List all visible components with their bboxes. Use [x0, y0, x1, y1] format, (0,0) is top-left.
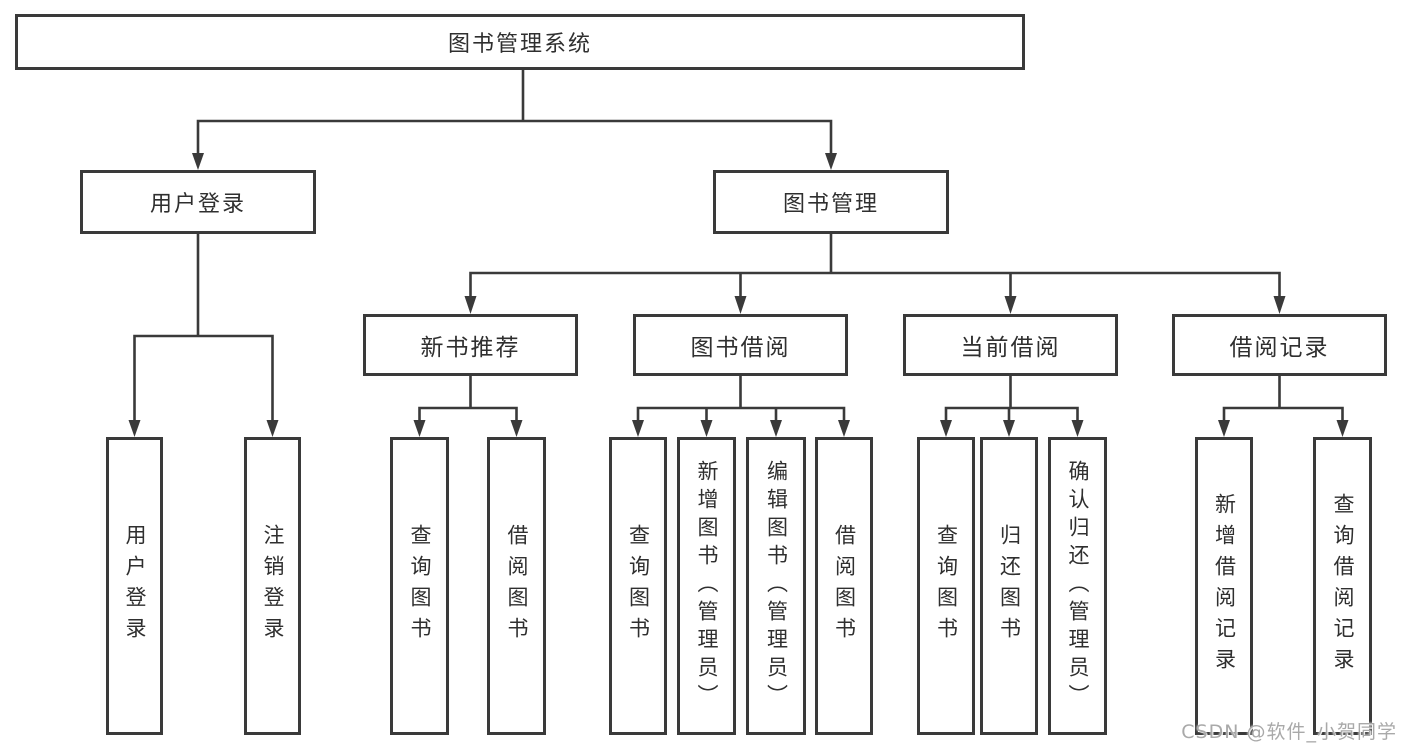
leaf-query-borrow-record: 查询借阅记录 — [1313, 437, 1372, 735]
leaf-borrow-books-borrowing: 借阅图书 — [815, 437, 873, 735]
node-label: 图书管理 — [782, 192, 879, 217]
node-label: 借阅图书 — [832, 524, 857, 648]
leaf-query-books-recommend: 查询图书 — [390, 437, 449, 735]
node-label: 注销登录 — [261, 524, 286, 648]
leaf-query-books-borrowing: 查询图书 — [609, 437, 667, 735]
node-new-book-recommendation: 新书推荐 — [363, 314, 578, 376]
node-label: 查询图书 — [934, 524, 959, 648]
node-library-management-system: 图书管理系统 — [15, 14, 1025, 70]
node-label: 用户登录 — [149, 192, 246, 217]
connector-borrow-record-branch — [1222, 376, 1344, 424]
node-label: 当前借阅 — [960, 335, 1061, 361]
connector-user-login-branch — [133, 234, 274, 423]
node-label: 新增借阅记录 — [1212, 493, 1237, 679]
node-book-borrowing: 图书借阅 — [633, 314, 848, 376]
leaf-return-books: 归还图书 — [980, 437, 1038, 735]
leaf-confirm-return-admin: 确认归还（管理员） — [1048, 437, 1107, 735]
node-label: 新书推荐 — [420, 335, 521, 361]
node-book-management: 图书管理 — [713, 170, 949, 234]
node-borrowing-records: 借阅记录 — [1172, 314, 1387, 376]
leaf-user-login: 用户登录 — [106, 437, 163, 735]
node-label: 归还图书 — [997, 524, 1022, 648]
node-label: 图书借阅 — [690, 335, 791, 361]
connector-new-book-branch — [418, 376, 518, 424]
arrowhead-icons — [128, 153, 1349, 437]
connector-root-to-level2 — [196, 70, 833, 156]
node-label: 确认归还（管理员） — [1066, 460, 1091, 712]
leaf-add-books-admin: 新增图书（管理员） — [677, 437, 736, 735]
watermark: CSDN @软件_小贺同学 — [1181, 721, 1397, 743]
leaf-query-books-current: 查询图书 — [917, 437, 975, 735]
node-label: 借阅记录 — [1229, 335, 1330, 361]
leaf-borrow-books-recommend: 借阅图书 — [487, 437, 546, 735]
node-label: 查询图书 — [408, 524, 433, 648]
leaf-edit-books-admin: 编辑图书（管理员） — [746, 437, 806, 735]
node-label: 新增图书（管理员） — [695, 460, 720, 712]
node-label: 查询图书 — [626, 524, 651, 648]
connector-book-borrow-branch — [636, 376, 846, 424]
leaf-logout: 注销登录 — [244, 437, 301, 735]
node-user-login: 用户登录 — [80, 170, 316, 234]
node-label: 查询借阅记录 — [1331, 493, 1356, 679]
node-label: 借阅图书 — [505, 524, 530, 648]
connector-book-management-branch — [469, 234, 1281, 299]
connector-current-borrow-branch — [944, 376, 1079, 424]
node-current-borrowing: 当前借阅 — [903, 314, 1118, 376]
node-label: 用户登录 — [123, 524, 148, 648]
node-label: 编辑图书（管理员） — [764, 460, 789, 712]
node-label: 图书管理系统 — [447, 32, 592, 57]
leaf-add-borrow-record: 新增借阅记录 — [1195, 437, 1253, 735]
